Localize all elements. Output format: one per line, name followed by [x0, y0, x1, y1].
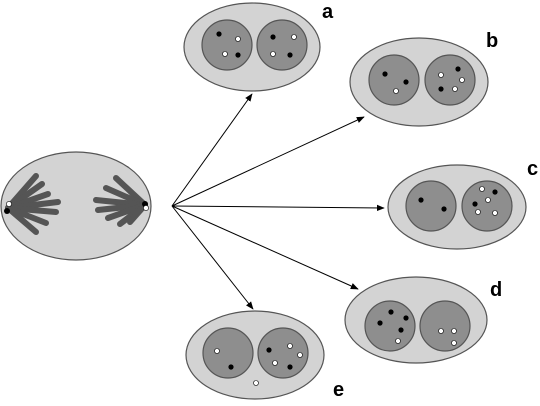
- chromosome-dark: [472, 201, 478, 207]
- cell-e-left-nucleus: [202, 327, 254, 379]
- chromosome-dark: [287, 364, 293, 370]
- chromosome-dark: [403, 315, 409, 321]
- chromosome-dark: [441, 206, 447, 212]
- chromosome-dark: [228, 364, 234, 370]
- cytoplasm-light-chromosome: [253, 380, 259, 386]
- cell-a-left-nucleus: [201, 19, 253, 71]
- right-pole-light-dot: [143, 205, 149, 211]
- daughter-cell-d: d: [344, 276, 502, 364]
- left-spindle-fibers: [5, 173, 61, 235]
- cell-a-right-nucleus: [256, 19, 308, 71]
- chromosome-dark: [235, 52, 241, 58]
- cell-c-right-nucleus: [461, 180, 513, 232]
- chromosome-light: [287, 343, 293, 349]
- arrow-to-e: [171, 205, 254, 310]
- cell-c-left-nucleus: [405, 180, 457, 232]
- chromosome-dark: [455, 66, 461, 72]
- chromosome-light: [297, 352, 303, 358]
- arrow-to-d: [171, 205, 359, 290]
- chromosome-light: [438, 328, 444, 334]
- label-c: c: [527, 158, 538, 180]
- chromosome-light: [475, 209, 481, 215]
- chromosome-dark: [418, 197, 424, 203]
- chromosome-dark: [377, 320, 383, 326]
- chromosome-dark: [382, 71, 388, 77]
- cell-d-left-nucleus: [364, 300, 416, 352]
- chromosome-light: [291, 34, 297, 40]
- arrows: [171, 93, 385, 310]
- cell-e-right-nucleus: [257, 327, 309, 379]
- chromosome-dark: [492, 189, 498, 195]
- label-e: e: [333, 379, 344, 401]
- chromosome-light: [395, 338, 401, 344]
- arrow-to-b: [171, 116, 365, 207]
- chromosome-light: [393, 88, 399, 94]
- chromosome-light: [214, 348, 220, 354]
- chromosome-light: [272, 360, 278, 366]
- chromosome-light: [438, 72, 444, 78]
- chromosome-light: [451, 340, 457, 346]
- chromosome-dark: [266, 347, 272, 353]
- left-pole-dark-dot: [4, 208, 10, 214]
- chromosome-light: [452, 86, 458, 92]
- left-pole-light-dot: [6, 201, 12, 207]
- cell-d-right-nucleus: [419, 300, 471, 352]
- right-spindle-fibers: [93, 175, 148, 227]
- chromosome-dark: [438, 86, 444, 92]
- chromosome-dark: [398, 327, 404, 333]
- chromosome-dark: [403, 79, 409, 85]
- daughter-cell-b: b: [349, 30, 498, 127]
- chromosome-light: [270, 51, 276, 57]
- chromosome-light: [492, 210, 498, 216]
- chromosome-light: [451, 328, 457, 334]
- chromosome-dark: [388, 309, 394, 315]
- daughter-cell-e: e: [185, 310, 344, 401]
- chromosome-light: [485, 197, 491, 203]
- chromosome-light: [235, 36, 241, 42]
- cell-b-left-nucleus: [368, 54, 420, 106]
- chromosome-light: [459, 77, 465, 83]
- label-b: b: [486, 30, 498, 52]
- chromosome-light: [479, 186, 485, 192]
- label-a: a: [322, 1, 334, 23]
- daughter-cell-a: a: [183, 1, 334, 92]
- chromosome-dark: [216, 31, 222, 37]
- chromosome-dark: [270, 34, 276, 40]
- arrow-to-c: [171, 204, 385, 212]
- cell-b-right-nucleus: [424, 54, 476, 106]
- arrow-to-a: [171, 93, 253, 207]
- chromosome-light: [222, 51, 228, 57]
- daughter-cell-c: c: [387, 158, 538, 250]
- chromosome-dark: [287, 52, 293, 58]
- parent-cell: [0, 151, 152, 261]
- label-d: d: [490, 279, 502, 301]
